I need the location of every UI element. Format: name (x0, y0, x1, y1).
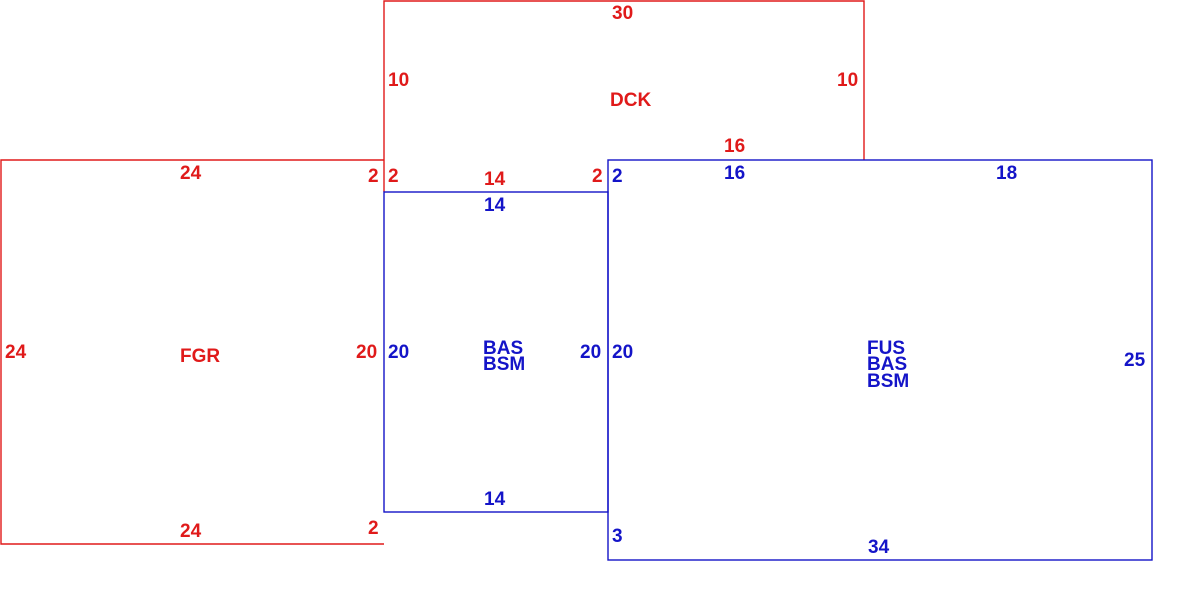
fus-outline (607, 159, 1153, 561)
bas-area: BAS BSM 14 20 20 14 (383, 191, 609, 513)
dck-bottom-left-corner-dimension: 2 (388, 166, 399, 187)
bas-left-dimension: 20 (388, 342, 409, 363)
dck-bottom-dimension: 16 (724, 136, 745, 157)
fus-name-line-1: FUS (867, 338, 905, 359)
fgr-bottom-dimension: 24 (180, 521, 202, 542)
fgr-top-right-corner-dimension: 2 (368, 166, 379, 187)
fus-bottom-dimension: 34 (868, 537, 890, 558)
dck-bottom-middle-dimension: 14 (484, 169, 506, 190)
dck-right-dimension: 10 (837, 70, 858, 91)
bas-name-line-2: BSM (483, 354, 525, 375)
fus-right-dimension: 25 (1124, 350, 1146, 371)
fgr-left-dimension: 24 (5, 342, 27, 363)
bas-name-line-1: BAS (483, 338, 523, 359)
dck-top-dimension: 30 (612, 3, 633, 24)
fus-top-right-dimension: 18 (996, 163, 1017, 184)
dck-bottom-mid-corner-dimension: 2 (592, 166, 603, 187)
bas-top-dimension: 14 (484, 195, 506, 216)
fgr-outline (0, 159, 384, 545)
dck-outline (383, 0, 865, 192)
fus-top-left-dimension: 16 (724, 163, 745, 184)
fus-bottom-left-corner-dimension: 3 (612, 526, 623, 547)
dck-area: DCK 30 10 10 16 2 14 2 (383, 0, 865, 192)
fgr-area: FGR 24 24 20 24 2 2 (0, 159, 384, 545)
fgr-right-dimension: 20 (356, 342, 377, 363)
dck-left-dimension: 10 (388, 70, 409, 91)
dck-name: DCK (610, 90, 651, 111)
fus-name-line-2: BAS (867, 354, 907, 375)
bas-bottom-dimension: 14 (484, 489, 506, 510)
bas-right-dimension: 20 (580, 342, 601, 363)
fus-area: FUS BAS BSM 16 18 20 25 34 2 3 (607, 159, 1153, 561)
fgr-bottom-right-corner-dimension: 2 (368, 518, 379, 539)
fgr-top-dimension: 24 (180, 163, 202, 184)
fus-name-line-3: BSM (867, 371, 909, 392)
fgr-name: FGR (180, 346, 220, 367)
fus-left-dimension: 20 (612, 342, 633, 363)
fus-top-left-corner-dimension: 2 (612, 166, 623, 187)
